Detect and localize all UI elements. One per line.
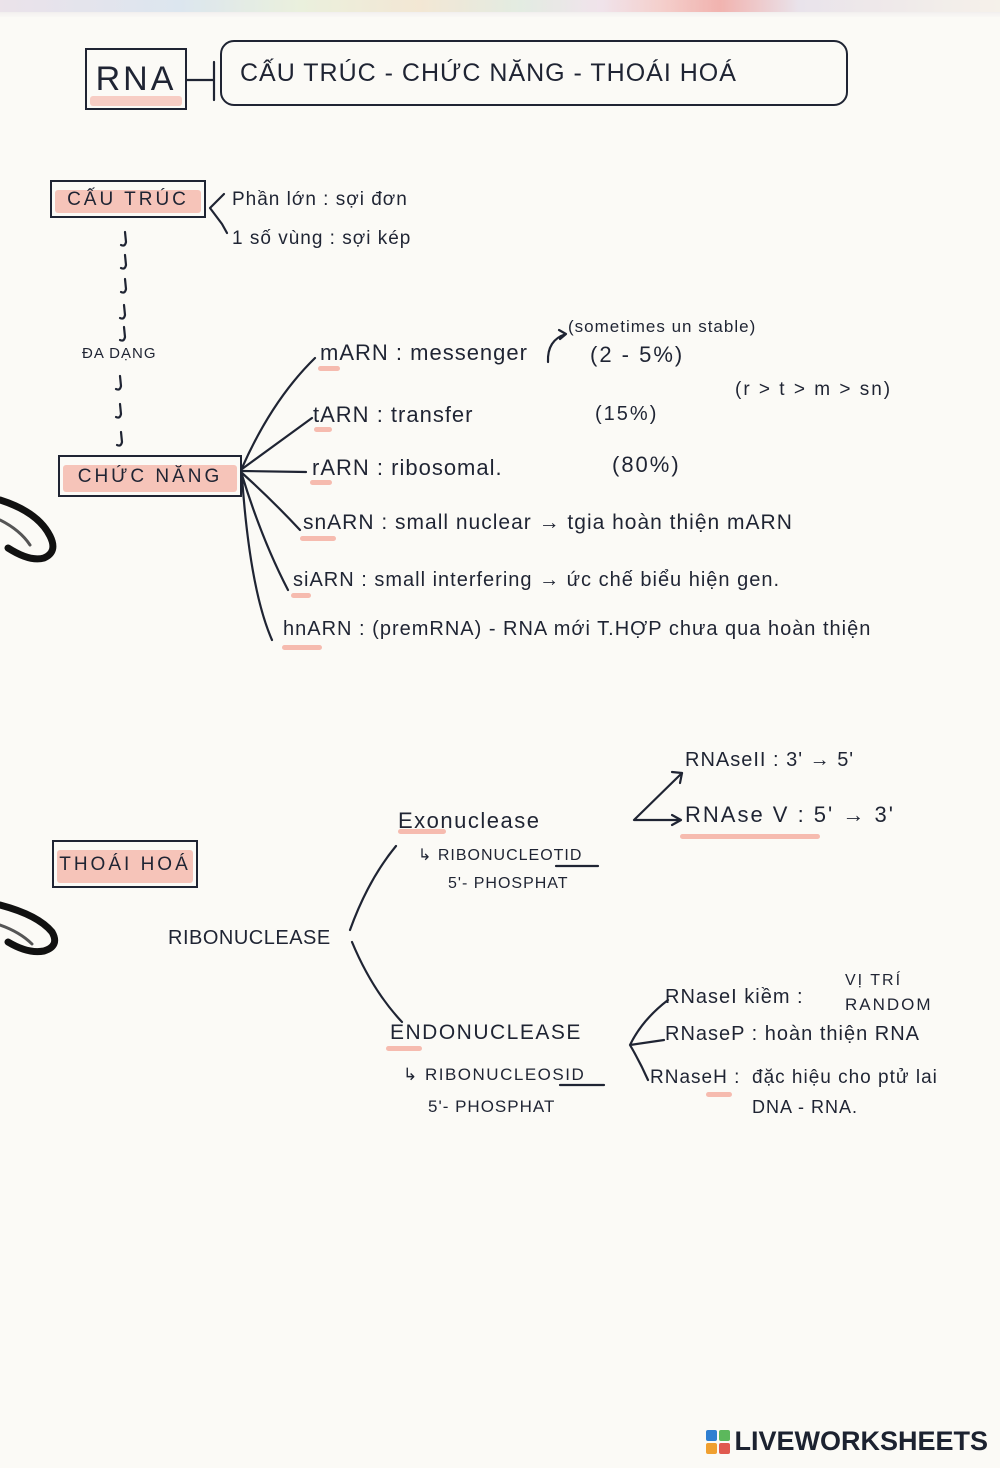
rna-type-row: siARN : small interfering → ức chế biểu … [293, 570, 780, 590]
highlight-snARN [300, 536, 336, 541]
highlight-rARN [310, 480, 332, 485]
highlight-endonuclease [386, 1046, 422, 1051]
structure-heading-box: CẤU TRÚC [50, 180, 206, 218]
rna-type-row: mARN : messenger [320, 342, 528, 364]
degradation-heading-box: THOÁI HOÁ [52, 840, 198, 888]
flow-arrow-mark [118, 325, 127, 342]
flow-arrow-mark [114, 402, 123, 419]
endonuclease-type-note: VỊ TRÍ [845, 972, 903, 989]
rna-type-row: rARN : ribosomal. [312, 457, 503, 479]
binder-ring-mark [0, 901, 59, 956]
rna-type-row: snARN : small nuclear → tgia hoàn thiện … [303, 512, 793, 533]
flow-arrow-mark [119, 277, 128, 294]
ribonuclease-brace-up [348, 844, 398, 932]
rna-type-name: hnARN [283, 618, 353, 640]
highlight-rnase-v [680, 834, 820, 839]
endonuclease-type-note: RANDOM [845, 995, 933, 1014]
endonuclease-type: RNaseH : [650, 1067, 741, 1088]
structure-item: 1 số vùng : sợi kép [232, 228, 412, 249]
highlight-mARN [318, 366, 340, 371]
highlight-rnaseh [706, 1092, 732, 1097]
rna-type-desc: : (premRNA) - RNA mới T.HỢP chưa qua hoà… [359, 618, 872, 640]
degradation-heading: THOÁI HOÁ [59, 853, 191, 875]
rna-type-name: rARN [312, 455, 370, 480]
fan-line-hnARN [240, 475, 274, 642]
endonuclease-type: RNaseP : hoàn thiện RNA [665, 1023, 920, 1045]
fan-line-rARN [240, 469, 308, 474]
title-connector [185, 60, 216, 102]
rna-type-desc: : messenger [395, 340, 528, 365]
subtitle-box: CẤU TRÚC - CHỨC NĂNG - THOÁI HOÁ [220, 40, 848, 106]
title-box: RNA [85, 48, 187, 110]
rna-type-name: siARN [293, 569, 355, 591]
endonuclease-product-phosphate: 5'- PHOSPHAT [428, 1097, 556, 1116]
top-color-strip [0, 0, 1000, 18]
exo-branch [632, 771, 684, 822]
exonuclease-product: ↳ RIBONUCLEOTID [418, 847, 583, 864]
endonuclease-type-note: đặc hiệu cho ptử lai [752, 1067, 938, 1088]
rna-type-name: tARN [313, 402, 370, 427]
fan-line-snARN [240, 471, 302, 532]
flow-arrow-mark [119, 253, 128, 270]
liveworksheets-logo-text: LIVEWORKSHEETS [734, 1426, 988, 1456]
fan-line-mARN [240, 356, 317, 470]
fan-line-siARN [240, 473, 290, 592]
highlight-siARN [291, 593, 311, 598]
structure-bracket [208, 192, 229, 235]
flow-arrow-mark [119, 230, 128, 247]
abundance-order-note: (r > t > m > sn) [735, 379, 893, 400]
binder-ring-mark [0, 496, 57, 563]
page-subtitle: CẤU TRÚC - CHỨC NĂNG - THOÁI HOÁ [240, 58, 737, 87]
structure-heading: CẤU TRÚC [67, 188, 189, 210]
rna-type-name: mARN [320, 340, 389, 365]
exonuclease-type: RNAse V : 5' → 3' [685, 802, 895, 827]
exonuclease-product-phosphate: 5'- PHOSPHAT [448, 875, 569, 892]
fan-line-tARN [240, 416, 314, 471]
flow-arrow-mark [115, 430, 124, 447]
rna-type-desc: : transfer [376, 402, 474, 427]
endonuclease-product: ↳ RIBONUCLEOSID [403, 1065, 586, 1084]
page-title: RNA [95, 60, 177, 98]
rna-type-percent: (80%) [612, 452, 681, 477]
liveworksheets-logo-icon [706, 1429, 731, 1454]
rna-type-desc: : small nuclear → tgia hoàn thiện mARN [381, 511, 793, 534]
exonuclease-type: RNAseII : 3' → 5' [685, 749, 855, 771]
binder-ring-mark [0, 923, 34, 946]
liveworksheets-logo: LIVEWORKSHEETS [706, 1428, 988, 1455]
flow-arrow-mark [118, 303, 127, 320]
rna-type-desc: : small interfering → ức chế biểu hiện g… [361, 569, 781, 591]
rna-type-row: hnARN : (premRNA) - RNA mới T.HỢP chưa q… [283, 619, 871, 639]
exo-arrowhead-1 [670, 770, 684, 785]
exonuclease-label: Exonuclease [398, 808, 541, 833]
ribonuclease-brace-down [350, 940, 404, 1024]
highlight-rna-box [90, 96, 182, 106]
unstable-note: (sometimes un stable) [568, 317, 757, 336]
rna-type-percent: (2 - 5%) [590, 342, 685, 367]
rna-type-row: tARN : transfer [313, 404, 474, 426]
flow-arrow-mark [114, 374, 123, 391]
endo-branch [628, 998, 670, 1082]
highlight-exonuclease [398, 829, 446, 834]
diversity-label: ĐA DẠNG [82, 345, 157, 362]
enzyme-name: RIBONUCLEASE [168, 927, 331, 949]
function-heading-box: CHỨC NĂNG [58, 455, 242, 497]
note-arrow [546, 328, 568, 364]
binder-ring-mark [0, 518, 32, 547]
rna-type-desc: : ribosomal. [376, 455, 503, 480]
highlight-tARN [314, 427, 332, 432]
structure-item: Phần lớn : sợi đơn [232, 189, 408, 210]
endonuclease-type: RNaseI kiềm : [665, 986, 804, 1008]
endonuclease-label: ENDONUCLEASE [390, 1021, 582, 1044]
exo-arrowhead-2 [670, 813, 683, 827]
highlight-hnARN [282, 645, 322, 650]
endonuclease-type-note: DNA - RNA. [752, 1097, 859, 1117]
function-heading: CHỨC NĂNG [77, 465, 223, 487]
rna-type-name: snARN [303, 511, 375, 534]
rna-type-percent: (15%) [595, 403, 659, 425]
